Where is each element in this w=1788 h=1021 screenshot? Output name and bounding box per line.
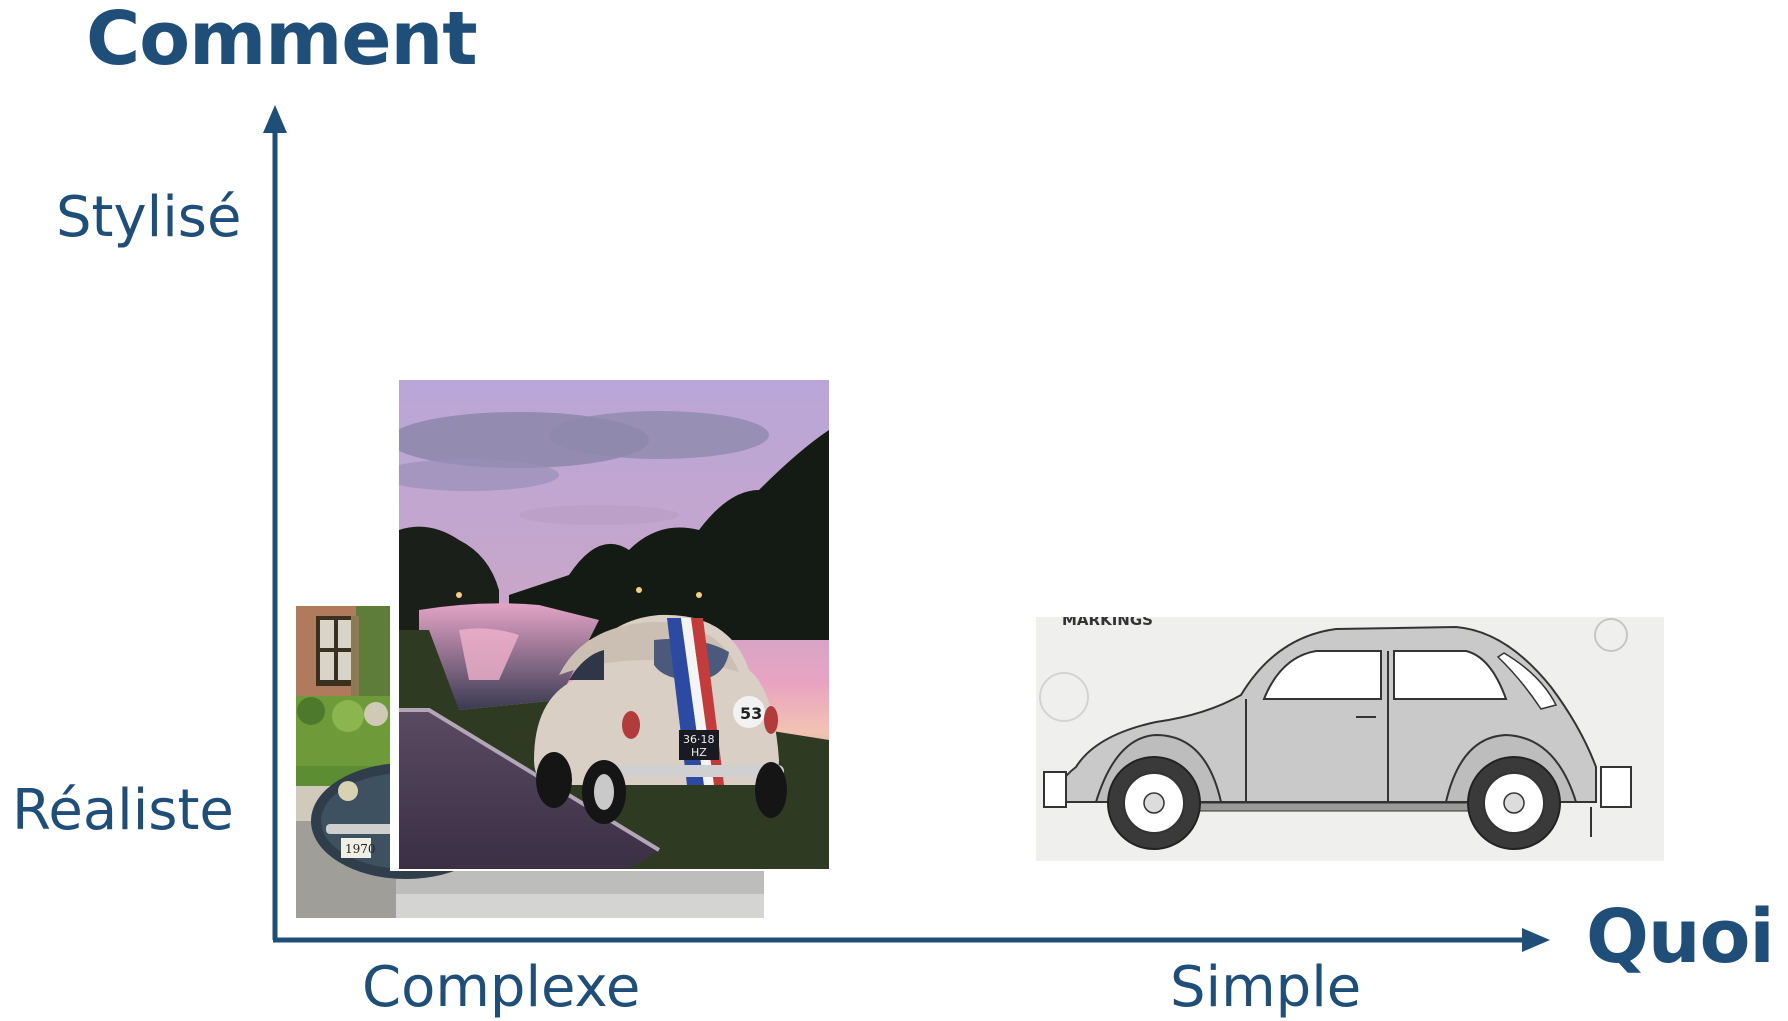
drawing-caption: MARKINGS [1062, 617, 1153, 629]
y-tick-stylise: Stylisé [56, 185, 242, 250]
x-axis-title: Quoi [1586, 894, 1775, 980]
y-tick-realiste: Réaliste [12, 778, 234, 843]
svg-text:36·18: 36·18 [683, 733, 715, 746]
x-axis-arrowhead [1522, 928, 1550, 952]
x-tick-simple: Simple [1170, 955, 1362, 1020]
photo-beetle-canal-sunset: 53 36·18 HZ [390, 375, 831, 871]
svg-text:HZ: HZ [691, 746, 707, 759]
x-tick-complexe: Complexe [362, 955, 641, 1020]
y-axis-arrowhead [263, 105, 287, 133]
y-axis-title: Comment [86, 0, 478, 82]
drawing-beetle-side-view: MARKINGS [1036, 617, 1664, 861]
car-number-text: 53 [740, 704, 762, 723]
plate-back-text: 1970 [345, 842, 376, 856]
